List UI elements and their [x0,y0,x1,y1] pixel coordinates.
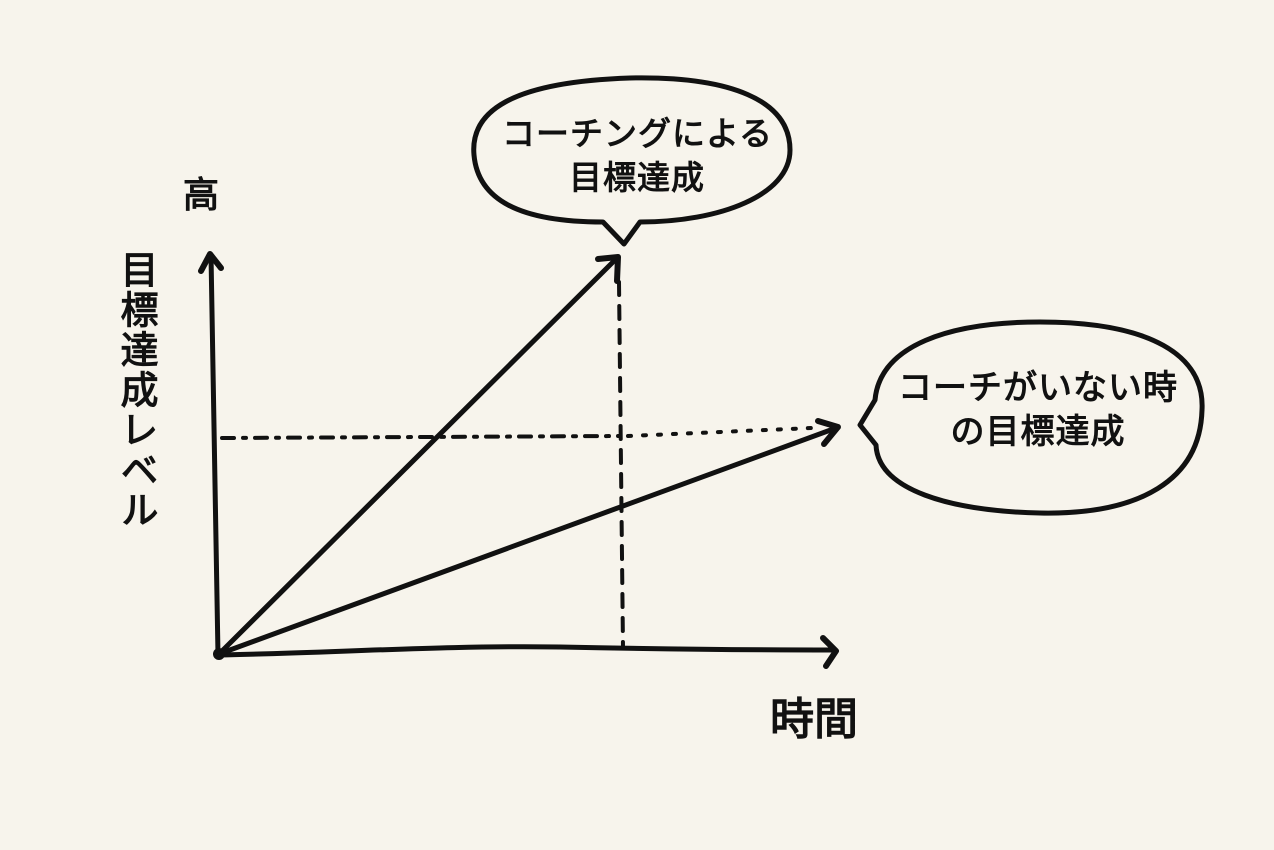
coaching-line [216,257,618,657]
y-axis-line [208,252,221,658]
vertical-dashed-guide [617,280,625,650]
x-axis-label: 時間 [770,694,858,745]
bubble-coaching-line1: コーチングによる [502,114,774,153]
bubble-no-coach-line2: の目標達成 [950,412,1126,452]
y-axis-arrowhead-icon [198,251,224,274]
y-axis-high-label: 高 [183,175,221,216]
bubble-coaching-text: コーチングによる 目標達成 [502,112,772,200]
bubble-no-coach-line1: コーチがいない時 [898,368,1178,408]
horizontal-dotted-guide [626,426,814,438]
y-axis-label: 目標達成レベル [114,250,158,530]
x-axis-arrowhead-icon [820,635,839,669]
coaching-arrowhead-icon [595,254,621,284]
horizontal-dashed-guide [220,434,622,440]
x-axis-line [215,644,838,658]
bubble-no-coach-outline [857,319,1205,516]
bubble-coaching-line2: 目標達成 [569,158,705,197]
bubble-coaching-outline [471,75,793,247]
no-coach-arrowhead-icon [815,418,841,447]
no-coach-line [216,425,839,657]
bubble-no-coach-text: コーチがいない時 の目標達成 [888,366,1188,454]
